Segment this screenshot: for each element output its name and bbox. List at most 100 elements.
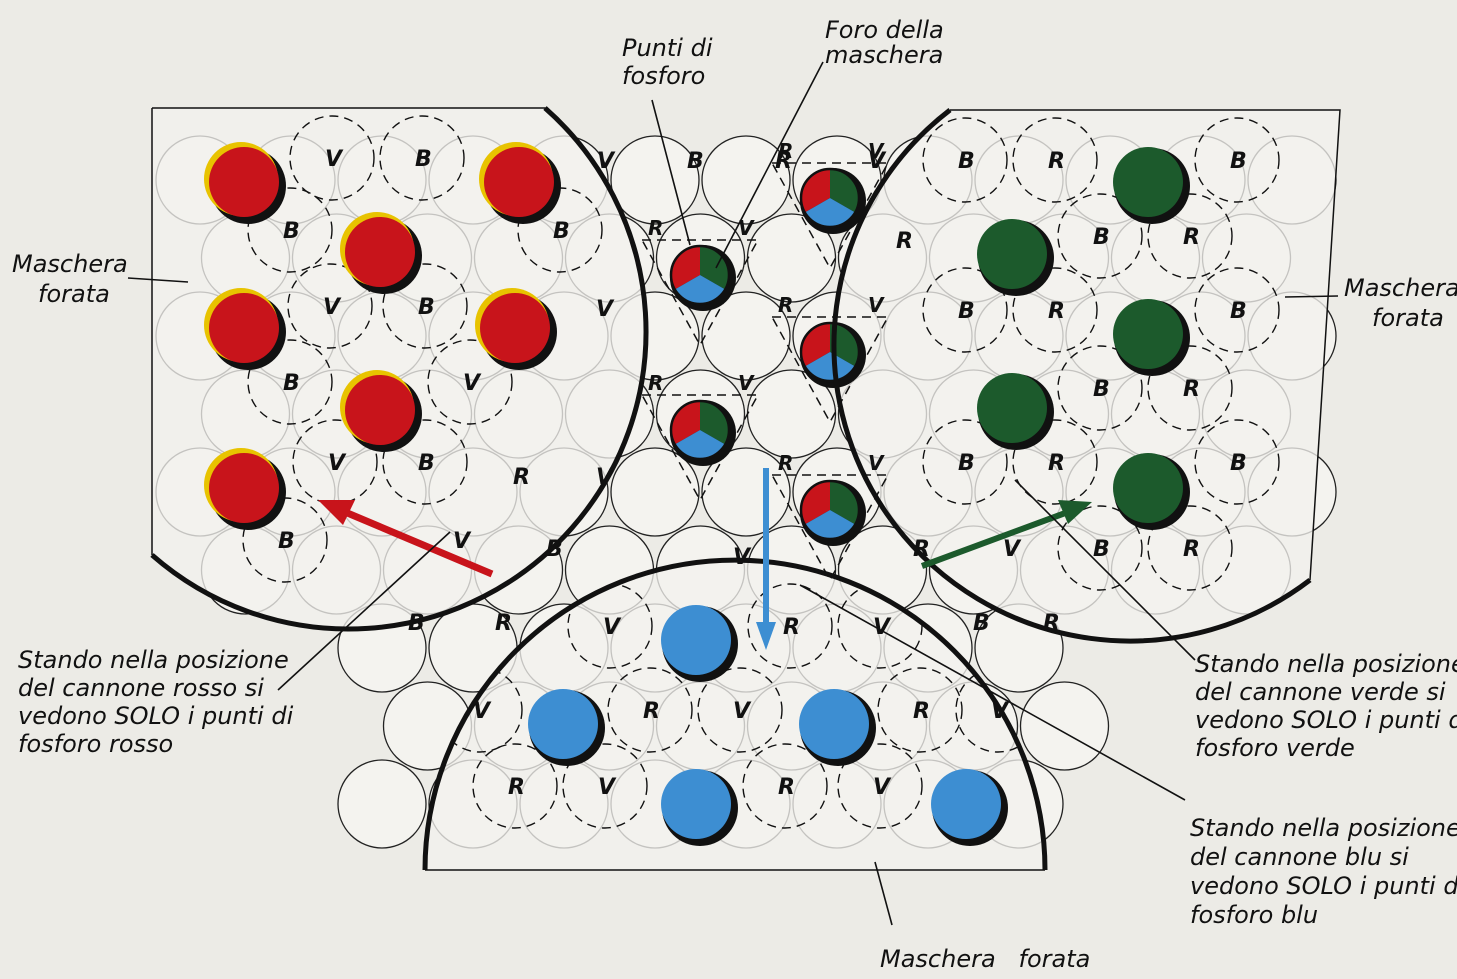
triad-blue-sector <box>674 430 726 460</box>
phosphor-letter: V <box>873 775 892 800</box>
triad-letter: R <box>648 371 663 395</box>
mask-hole <box>247 187 333 273</box>
mask-hole <box>382 419 468 505</box>
phosphor-letter: B <box>1093 225 1110 250</box>
triad-letter: V <box>868 293 885 317</box>
leader-green-gun <box>1014 479 1196 661</box>
bottom-mask-plate <box>425 560 1045 870</box>
red-phosphor-dot <box>209 147 279 217</box>
phosphor-letter: V <box>473 699 492 724</box>
red-phosphor-dot <box>345 375 415 445</box>
mask-hole <box>1194 267 1280 353</box>
phosphor-letter: B <box>1230 451 1247 476</box>
mask-hole <box>1012 117 1098 203</box>
label-blue-gun: Stando nella posizione del cannone blu s… <box>1190 814 1457 929</box>
leader-lines <box>127 61 1339 926</box>
leader-blue-gun <box>799 584 1186 801</box>
mask-hole <box>1057 345 1143 431</box>
triad-outline <box>669 399 731 461</box>
left-mask-arc <box>150 106 649 632</box>
mask-hole <box>1147 193 1233 279</box>
phosphor-letter: V <box>868 149 887 174</box>
mask-hole <box>747 583 833 669</box>
beam-arrows <box>318 468 1092 650</box>
green-phosphor-dot <box>1113 299 1183 369</box>
grid-circle <box>610 135 700 225</box>
triad-letter: V <box>738 371 755 395</box>
mask-hole <box>922 419 1008 505</box>
triad-letter: R <box>778 293 793 317</box>
triad-outline <box>799 479 861 541</box>
triad-blue-sector <box>804 198 856 228</box>
phosphor-letter: V <box>463 371 482 396</box>
blue-phosphor-dot <box>799 689 869 759</box>
mask-hole <box>472 743 558 829</box>
leader-mask-hole <box>715 61 824 269</box>
mask-hole <box>922 117 1008 203</box>
phosphor-letter: V <box>325 147 344 172</box>
phosphor-letter: R <box>913 537 930 562</box>
phosphor-letter: R <box>1048 451 1065 476</box>
phosphor-letter: V <box>733 699 752 724</box>
phosphor-letter: R <box>783 615 800 640</box>
grid-circle <box>337 759 427 849</box>
phosphor-letter: B <box>283 219 300 244</box>
green-phosphor-dot <box>1113 147 1183 217</box>
mask-hole <box>562 743 648 829</box>
mask-hole <box>1194 419 1280 505</box>
phosphor-letter: V <box>596 297 615 322</box>
mask-hole <box>607 667 693 753</box>
phosphor-letter: R <box>1183 377 1200 402</box>
phosphor-letter: V <box>597 149 616 174</box>
phosphor-letter: B <box>1093 377 1110 402</box>
mask-hole <box>742 743 828 829</box>
blue-phosphor-dot <box>661 769 731 839</box>
phosphor-letter: B <box>1230 149 1247 174</box>
mask-hole <box>379 115 465 201</box>
leader-phosphor-dots <box>651 99 691 246</box>
mask-hole <box>922 267 1008 353</box>
phosphor-letter: R <box>508 775 525 800</box>
phosphor-letter: R <box>913 699 930 724</box>
triad-outline <box>799 167 861 229</box>
bottom-holes <box>437 583 1041 829</box>
right-holes <box>922 117 1280 591</box>
mask-hole <box>1194 117 1280 203</box>
label-mask-bottom: Maschera forata <box>880 945 1090 973</box>
phosphor-letter: R <box>1048 299 1065 324</box>
mask-hole <box>697 667 783 753</box>
grid-circle <box>610 447 700 537</box>
grid-circle <box>701 135 791 225</box>
mask-hole <box>1057 193 1143 279</box>
red-phosphor-dot <box>484 147 554 217</box>
phosphor-letter: B <box>1230 299 1247 324</box>
mask-hole <box>427 339 513 425</box>
mask-hole <box>837 743 923 829</box>
phosphor-letter: R <box>1183 537 1200 562</box>
phosphor-letter: B <box>278 529 295 554</box>
phosphor-letter: V <box>1003 537 1022 562</box>
phosphor-letter: R <box>778 775 795 800</box>
mask-hole <box>247 339 333 425</box>
mask-hole <box>1147 345 1233 431</box>
mask-hole <box>382 263 468 349</box>
red-beam-arrow <box>343 508 494 578</box>
phosphor-letter: B <box>958 299 975 324</box>
triad-blue-sector <box>674 275 726 305</box>
phosphor-letter: R <box>896 229 913 254</box>
phosphor-letter: V <box>598 775 617 800</box>
red-arrow-head <box>318 500 355 525</box>
phosphor-letter: R <box>495 611 512 636</box>
mask-plates <box>152 108 1340 870</box>
triad-blue-sector <box>804 510 856 540</box>
phosphor-letter: B <box>973 611 990 636</box>
bottom-mask-arc <box>422 557 1048 871</box>
phosphor-letter: R <box>1183 225 1200 250</box>
